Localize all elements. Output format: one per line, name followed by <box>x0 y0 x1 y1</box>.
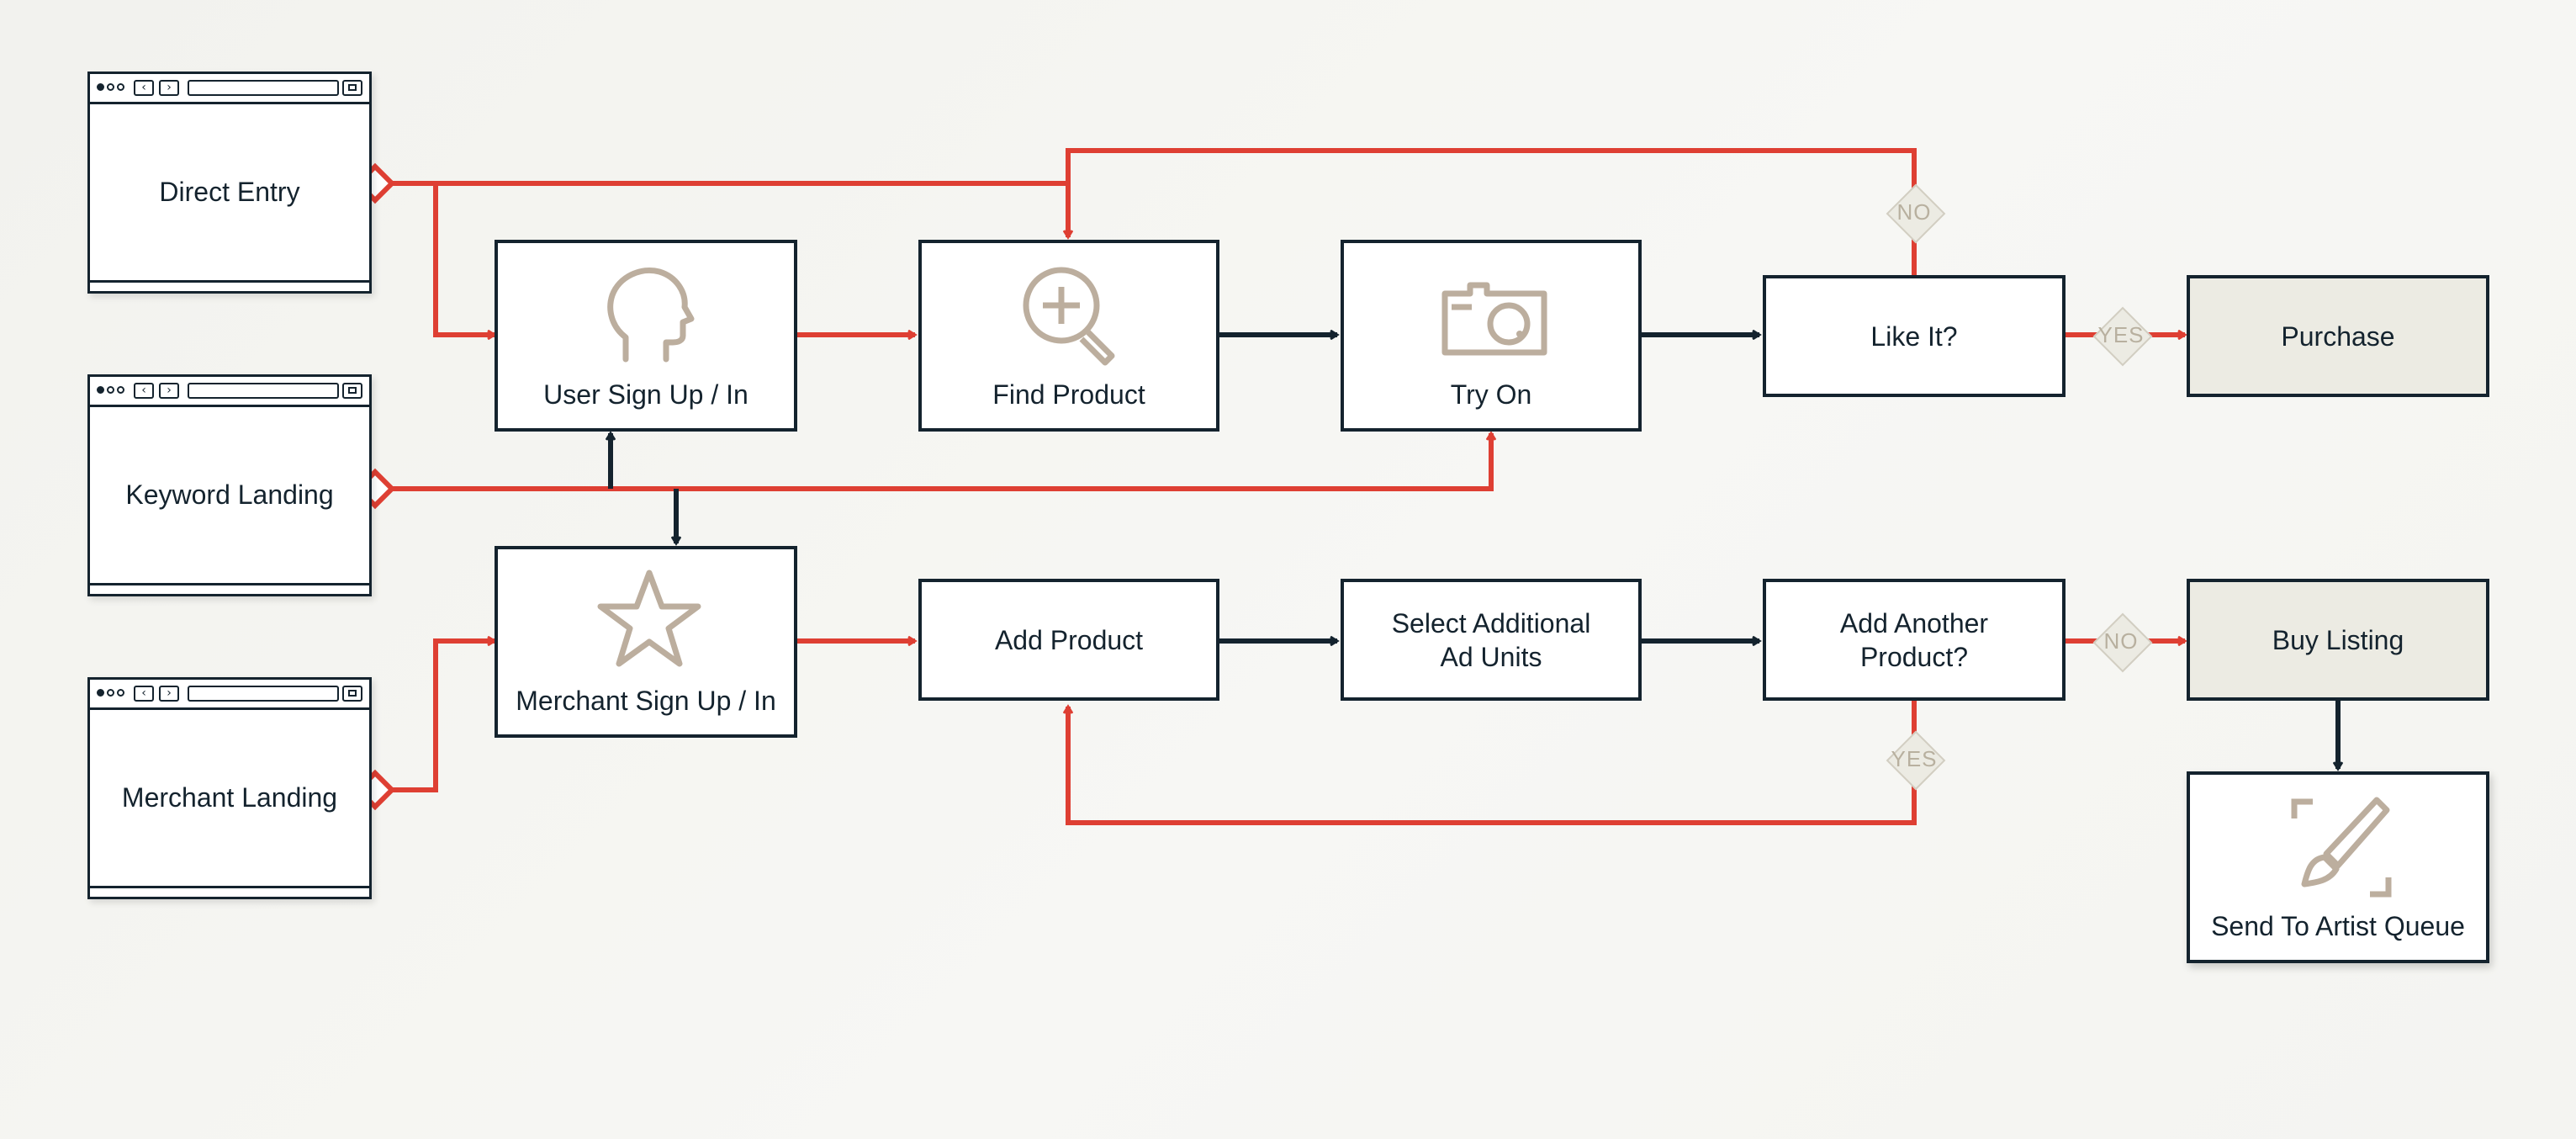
node-artist-queue: Send To Artist Queue <box>2187 771 2489 963</box>
browser-chrome: ‹ › <box>90 74 369 104</box>
forward-icon: › <box>159 80 179 96</box>
window-icon <box>342 383 362 399</box>
decision-label: YES <box>2097 321 2145 347</box>
zoom-in-magnifier-icon <box>1023 267 1115 366</box>
line-merchant-landing-to-signup <box>375 641 495 792</box>
entry-label: Merchant Landing <box>121 781 338 813</box>
browser-chrome: ‹ › <box>90 377 369 407</box>
node-label: Add Product <box>994 624 1144 655</box>
node-try-on: Try On <box>1341 240 1642 432</box>
window-dot-icon <box>107 83 114 91</box>
node-user-signup: User Sign Up / In <box>495 240 797 432</box>
node-label: Add Another Product? <box>1839 607 1989 672</box>
entry-label: Keyword Landing <box>125 479 334 510</box>
node-like-it: Like It? <box>1763 275 2066 397</box>
window-dot-icon <box>97 386 104 394</box>
paintbrush-icon <box>2291 797 2392 898</box>
window-icon <box>342 686 362 702</box>
back-icon: ‹ <box>134 383 154 399</box>
camera-icon <box>1441 282 1547 356</box>
star-icon <box>597 570 701 667</box>
forward-icon: › <box>159 383 179 399</box>
decision-like-no: NO <box>1887 185 1941 239</box>
window-dot-icon <box>97 83 104 91</box>
decision-label: NO <box>1896 199 1932 225</box>
entry-keyword: ‹ › Keyword Landing <box>87 374 372 596</box>
node-label: Buy Listing <box>2272 624 2404 655</box>
node-add-product: Add Product <box>918 579 1219 701</box>
line-direct-to-find-product <box>375 181 1068 237</box>
node-purchase: Purchase <box>2187 275 2489 397</box>
node-label: Like It? <box>1870 321 1958 352</box>
node-label: Select Additional Ad Units <box>1391 607 1591 672</box>
head-profile-icon <box>607 268 695 363</box>
line-another-yes-loop <box>1068 700 1917 825</box>
node-label: Send To Artist Queue <box>2211 911 2465 941</box>
node-select-ad-units: Select Additional Ad Units <box>1341 579 1642 701</box>
browser-footer <box>90 886 369 888</box>
decision-like-yes: YES <box>2094 308 2148 362</box>
entry-label: Direct Entry <box>159 176 300 207</box>
line-keyword-to-try-on <box>375 433 1491 491</box>
browser-chrome: ‹ › <box>90 680 369 710</box>
entry-direct: ‹ › Direct Entry <box>87 72 372 294</box>
node-add-another: Add Another Product? <box>1763 579 2066 701</box>
window-icon <box>342 80 362 96</box>
browser-footer <box>90 583 369 585</box>
window-dot-icon <box>117 386 124 394</box>
entry-merchant: ‹ › Merchant Landing <box>87 677 372 899</box>
back-icon: ‹ <box>134 686 154 702</box>
line-direct-to-user-signup <box>433 183 495 335</box>
window-dot-icon <box>107 689 114 697</box>
node-label: Purchase <box>2281 321 2395 352</box>
decision-another-no: NO <box>2094 614 2148 668</box>
node-label: Try On <box>1450 379 1532 410</box>
url-bar <box>188 383 339 399</box>
window-dot-icon <box>107 386 114 394</box>
node-label: Merchant Sign Up / In <box>516 686 776 716</box>
window-dot-icon <box>117 83 124 91</box>
window-dot-icon <box>117 689 124 697</box>
node-label: User Sign Up / In <box>543 379 748 410</box>
node-merchant-signup: Merchant Sign Up / In <box>495 546 797 738</box>
decision-label: NO <box>2103 628 2139 654</box>
decision-label: YES <box>1891 745 1938 771</box>
back-icon: ‹ <box>134 80 154 96</box>
url-bar <box>188 80 339 96</box>
node-label: Find Product <box>992 379 1145 410</box>
forward-icon: › <box>159 686 179 702</box>
node-buy-listing: Buy Listing <box>2187 579 2489 701</box>
browser-footer <box>90 280 369 283</box>
decision-another-yes: YES <box>1887 732 1941 786</box>
url-bar <box>188 686 339 702</box>
window-dot-icon <box>97 689 104 697</box>
node-find-product: Find Product <box>918 240 1219 432</box>
